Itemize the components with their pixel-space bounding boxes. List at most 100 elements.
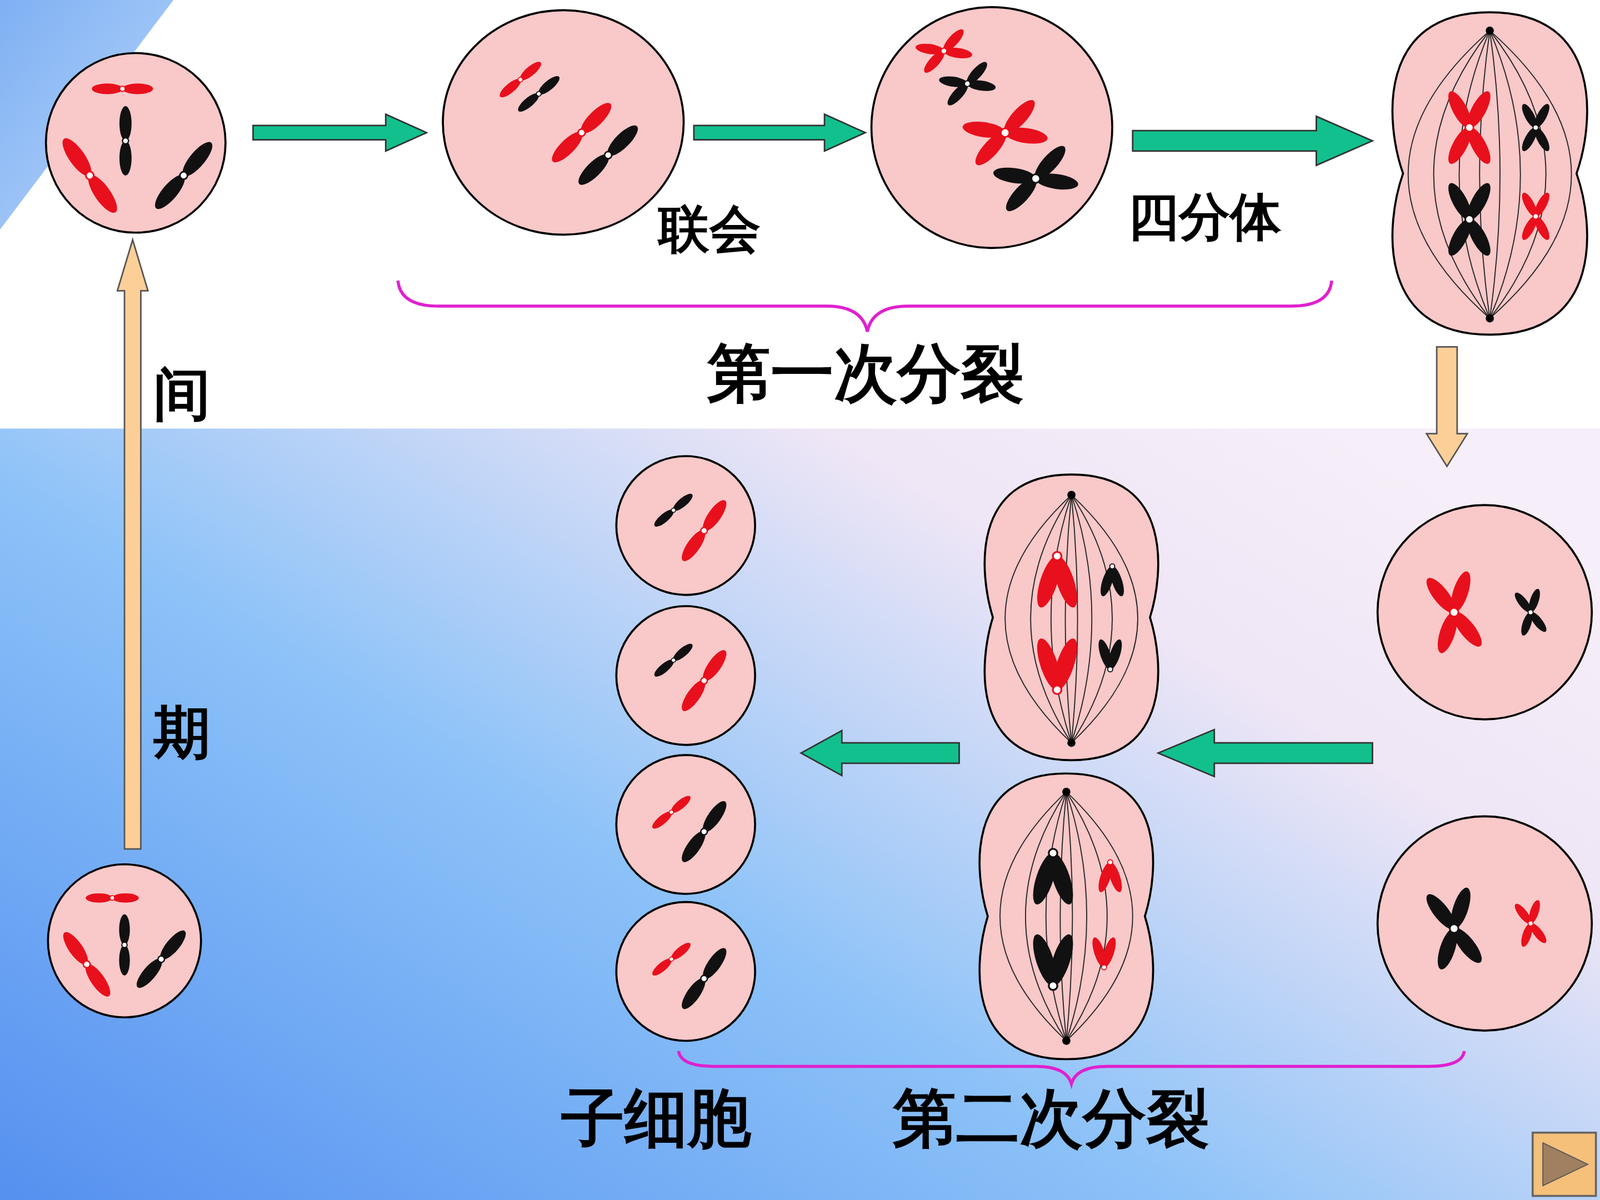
svg-polygon (1426, 346, 1468, 467)
svg-use (85, 893, 139, 903)
anaphase-two-cell (984, 474, 1158, 760)
text-label: 间 (153, 365, 211, 423)
svg-path (1025, 791, 1067, 1041)
svg-path (1071, 495, 1078, 743)
anaphase-two-cell (979, 773, 1153, 1059)
interphase-cell (46, 53, 226, 233)
svg-use (1028, 931, 1078, 990)
svg-circle (616, 902, 755, 1042)
svg-path (1392, 12, 1587, 335)
svg-use (1420, 883, 1488, 974)
svg-circle (47, 864, 202, 1018)
svg-path (397, 280, 1332, 332)
svg-g (1408, 30, 1572, 319)
secondary-cell (1377, 816, 1593, 1031)
svg-use (515, 73, 563, 115)
svg-circle (616, 755, 755, 894)
svg-circle (1067, 490, 1076, 499)
daughter-cell (616, 456, 755, 595)
svg-path (984, 474, 1158, 760)
svg-use (1032, 636, 1082, 695)
svg-path (1000, 791, 1067, 1041)
svg-circle (46, 53, 226, 233)
svg-path (979, 773, 1153, 1059)
svg-use (987, 139, 1084, 218)
svg-path (1490, 30, 1500, 319)
secondary-cell (1377, 505, 1593, 720)
svg-g (1000, 791, 1133, 1041)
svg-path (1046, 791, 1067, 1041)
svg-path (1490, 30, 1572, 319)
svg-use (57, 134, 123, 218)
svg-circle (1485, 26, 1494, 35)
svg-use (1095, 860, 1125, 894)
svg-circle (1067, 738, 1076, 748)
svg-rect (1532, 1132, 1597, 1197)
svg-circle (1062, 787, 1071, 797)
svg-use (1518, 190, 1553, 242)
svg-polygon (1542, 1142, 1588, 1186)
interphase-arrow (117, 240, 1468, 850)
svg-use (677, 797, 731, 866)
svg-path (678, 1051, 1464, 1084)
svg-path (1066, 791, 1107, 1041)
text-label: 第二次分裂 (892, 1086, 1210, 1150)
play-button (1532, 1132, 1597, 1197)
svg-use (677, 945, 731, 1013)
svg-use (1443, 88, 1495, 168)
svg-polygon (1132, 116, 1373, 165)
svg-use (1511, 897, 1550, 950)
svg-rect (0, 0, 1600, 429)
svg-path (1490, 30, 1521, 319)
svg-use (1089, 936, 1119, 970)
svg-polygon (117, 240, 148, 850)
text-label: 期 (153, 703, 211, 762)
svg-use (1097, 563, 1127, 598)
svg-polygon (1158, 729, 1373, 777)
svg-polygon (693, 114, 866, 152)
svg-use (652, 491, 695, 529)
svg-g (1005, 495, 1138, 743)
svg-path (1071, 495, 1138, 743)
process-arrow (253, 114, 1373, 777)
svg-use (650, 940, 693, 978)
daughter-cell (616, 755, 755, 894)
svg-circle (1377, 816, 1593, 1031)
svg-use (1028, 848, 1078, 908)
svg-use (118, 914, 130, 976)
svg-path (1071, 495, 1113, 743)
svg-path (1433, 30, 1490, 319)
svg-use (119, 106, 132, 176)
svg-circle (1062, 1036, 1071, 1045)
svg-use (1420, 566, 1488, 658)
daughter-cell (616, 902, 755, 1042)
svg-circle (1377, 505, 1593, 720)
svg-use (677, 496, 731, 565)
svg-use (652, 641, 695, 679)
svg-path (1066, 791, 1133, 1041)
svg-use (132, 926, 190, 992)
svg-circle (616, 456, 755, 595)
svg-path (1459, 30, 1490, 319)
text-label: 子细胞 (561, 1086, 752, 1150)
svg-use (1095, 637, 1125, 672)
svg-circle (616, 606, 755, 745)
tetrad-cell (871, 7, 1113, 248)
svg-path (1051, 495, 1072, 743)
svg-path (1030, 495, 1072, 743)
svg-path (1408, 30, 1490, 319)
anaphase-one-cell (1392, 12, 1587, 335)
svg-use (91, 83, 153, 94)
svg-path (1005, 495, 1072, 743)
svg-use (677, 646, 731, 715)
svg-polygon (801, 730, 960, 776)
svg-use (911, 25, 976, 78)
svg-path (1066, 791, 1087, 1041)
svg-use (1443, 180, 1495, 259)
svg-use (957, 93, 1054, 172)
svg-use (58, 928, 115, 1000)
svg-circle (871, 7, 1113, 248)
svg-use (574, 121, 643, 189)
